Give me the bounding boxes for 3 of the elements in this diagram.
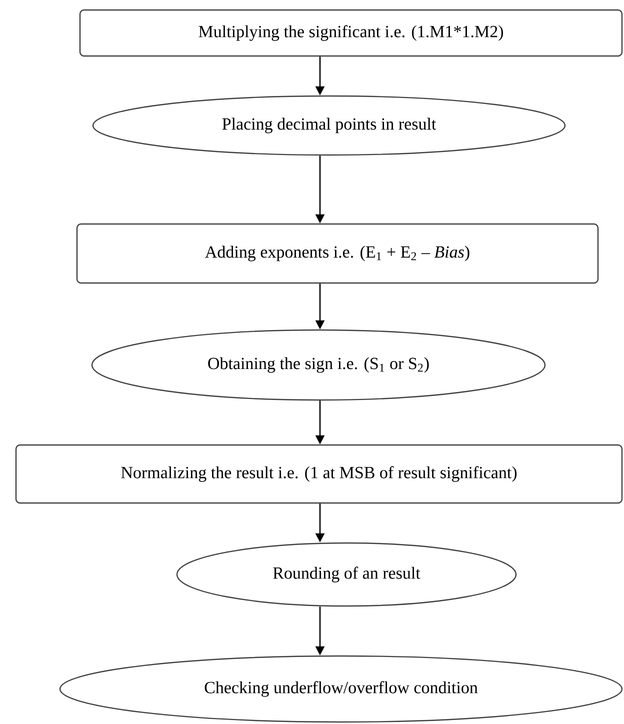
process-box: Multiplying the significant i.e. (1.M1*1.M2) (79, 9, 623, 57)
process-box: Normalizing the result i.e. (1 at MSB of result significant) (15, 444, 623, 504)
process-box: Adding exponents i.e. (E$_{1}$ + E$_{2}$ – Bias) (76, 223, 599, 284)
